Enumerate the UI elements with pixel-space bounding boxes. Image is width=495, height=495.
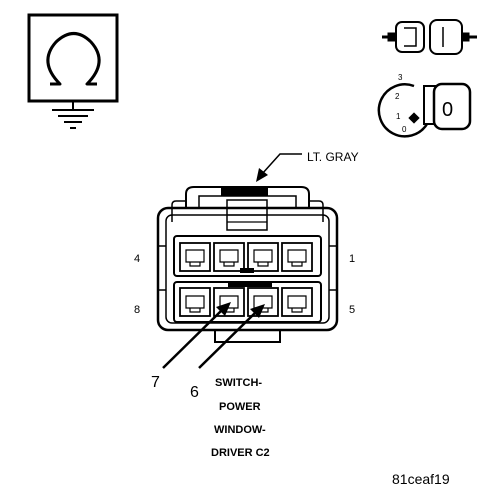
- pin-label-5: 5: [349, 304, 355, 316]
- connector-color-label: LT. GRAY: [307, 150, 359, 164]
- ignition-key-label: 0: [442, 99, 453, 121]
- pin-label-8: 8: [134, 304, 140, 316]
- color-leader-line: [261, 153, 302, 175]
- connector-title-line-1: SWITCH-: [215, 377, 262, 389]
- color-leader-arrow: [256, 168, 268, 182]
- ignition-position-0: 0: [402, 125, 407, 134]
- ohm-ground-icon: [27, 13, 119, 129]
- ignition-position-3: 3: [398, 73, 403, 82]
- connector-title-line-2: POWER: [219, 401, 261, 413]
- pin-label-1: 1: [349, 253, 355, 265]
- connector-plug-icon: [382, 19, 477, 55]
- wire-7-arrow: [216, 302, 231, 316]
- connector-body: [156, 186, 339, 343]
- wire-6-arrow: [250, 304, 265, 318]
- connector-title-line-3: WINDOW-: [214, 424, 266, 436]
- ignition-key-icon: 3 2 1 0 0: [377, 73, 472, 138]
- ignition-position-2: 2: [395, 92, 400, 101]
- wire-6-leader: [198, 311, 257, 369]
- connector-title-line-4: DRIVER C2: [211, 447, 270, 459]
- wire-7-leader: [162, 309, 223, 369]
- pin-label-4: 4: [134, 253, 140, 265]
- figure-id: 81ceaf19: [392, 471, 450, 487]
- wire-callout-6: 6: [190, 384, 199, 401]
- ignition-position-1: 1: [396, 112, 401, 121]
- wire-callout-7: 7: [151, 374, 160, 391]
